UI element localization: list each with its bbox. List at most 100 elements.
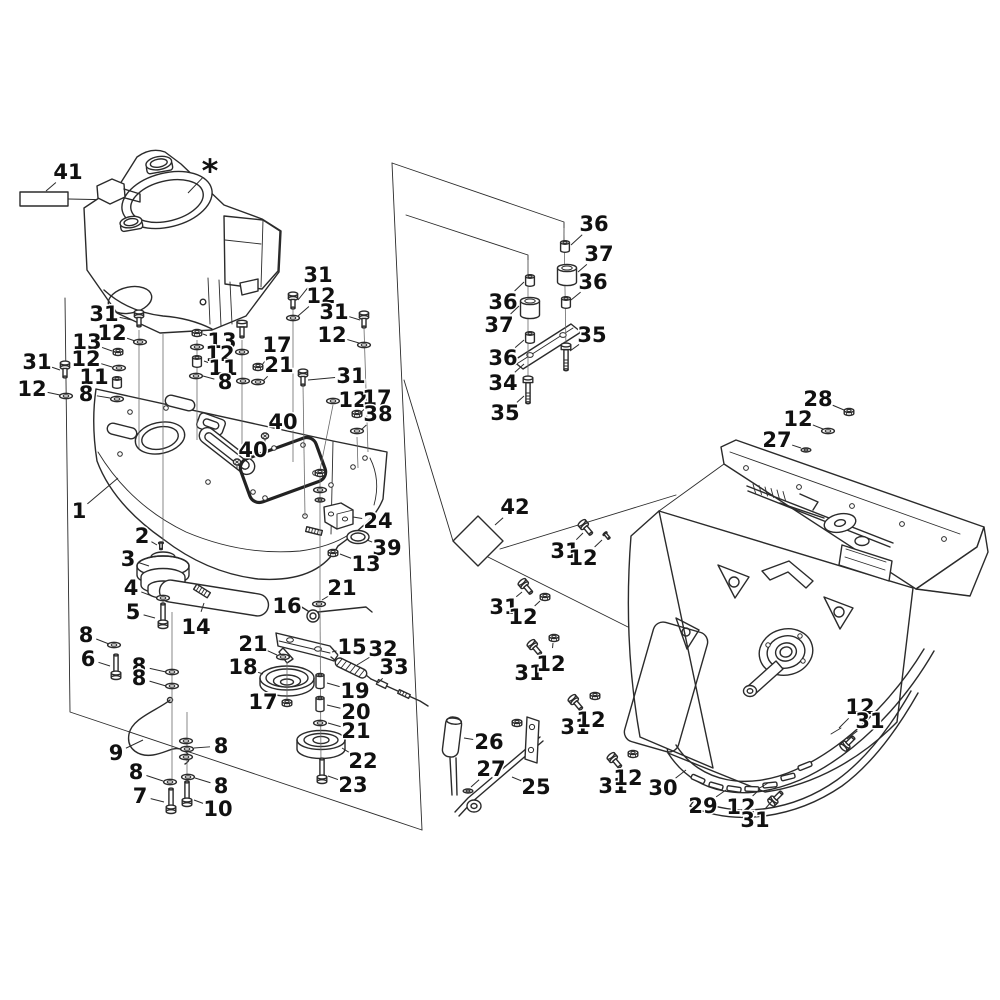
callout-24: 24 xyxy=(363,509,392,533)
static-parts xyxy=(19,149,989,819)
routing-line xyxy=(487,556,633,630)
callout-leader xyxy=(575,532,584,541)
callout-31: 31 xyxy=(598,774,627,798)
axis-line xyxy=(363,327,369,453)
callout-leader xyxy=(510,305,520,315)
hw-washer xyxy=(189,343,205,351)
mower-deck-assembly xyxy=(623,439,989,819)
hw-washersm xyxy=(800,447,812,453)
part-9-belt-guide xyxy=(127,696,190,765)
hw-washersm xyxy=(314,497,326,503)
callout-leader xyxy=(366,539,373,543)
callout-leader xyxy=(470,779,480,788)
engine-tank xyxy=(223,215,281,290)
callout-17: 17 xyxy=(248,690,277,714)
callout-9: 9 xyxy=(109,741,124,765)
callout-leader xyxy=(514,363,525,373)
callout-leader xyxy=(494,517,504,526)
callout-leader xyxy=(194,777,211,784)
hw-spacer xyxy=(315,695,325,713)
callout-leader xyxy=(143,614,156,619)
callout-leader xyxy=(47,391,61,396)
callout-leader xyxy=(87,477,119,505)
hw-nut xyxy=(252,362,264,372)
part-33-cable xyxy=(370,678,429,707)
part-32-spring xyxy=(330,656,372,680)
callout-2: 2 xyxy=(135,524,150,548)
callout-1: 1 xyxy=(72,499,87,523)
hw-nut xyxy=(327,548,339,558)
hw-nut xyxy=(539,592,551,602)
hw-sleeve xyxy=(556,263,578,287)
hw-washer xyxy=(234,348,250,356)
hw-bolt xyxy=(287,291,299,310)
hw-washer xyxy=(312,719,328,727)
callout-leader xyxy=(193,746,211,749)
callout-leader xyxy=(832,404,845,411)
callout-31: 31 xyxy=(514,661,543,685)
hw-nut xyxy=(589,691,601,701)
callout-leader xyxy=(96,395,111,399)
hw-washer xyxy=(111,364,127,372)
callout-layer: 41*3112311213121181312118172131123112311… xyxy=(16,151,886,834)
axis-line xyxy=(302,384,306,517)
callout-leader xyxy=(349,316,361,321)
callout-8: 8 xyxy=(79,623,94,647)
engine xyxy=(83,149,282,334)
callout-leader xyxy=(594,539,603,548)
deck-side-panel xyxy=(627,510,714,769)
routing-line xyxy=(391,162,423,831)
callout-5: 5 xyxy=(126,600,141,624)
callout-30: 30 xyxy=(648,776,677,800)
callout-21: 21 xyxy=(264,353,293,377)
hw-boltdn xyxy=(560,342,572,372)
hw-pin xyxy=(601,530,612,542)
callout-15: 15 xyxy=(337,635,366,659)
callout-21: 21 xyxy=(341,719,370,743)
callout-leader xyxy=(98,661,111,667)
callout-leader xyxy=(45,182,57,192)
callout-40: 40 xyxy=(268,410,297,434)
hw-washer xyxy=(285,314,301,322)
callout-leader xyxy=(331,650,337,653)
engine-fitting xyxy=(96,178,126,205)
callout-3: 3 xyxy=(121,547,136,571)
hw-nut xyxy=(281,698,293,708)
callout-37: 37 xyxy=(584,242,613,266)
callout-leader xyxy=(359,408,366,414)
callout-leader xyxy=(101,363,113,368)
callout-star: * xyxy=(202,152,219,190)
callout-leader xyxy=(200,602,205,612)
callout-39: 39 xyxy=(372,536,401,560)
part-24-bracket xyxy=(323,502,354,530)
callout-35: 35 xyxy=(490,401,519,425)
callout-leader xyxy=(267,650,278,656)
callout-12: 12 xyxy=(97,321,126,345)
callout-11: 11 xyxy=(79,365,108,389)
hw-washer xyxy=(58,392,74,400)
callout-12: 12 xyxy=(71,347,100,371)
callout-12: 12 xyxy=(17,377,46,401)
hw-bolt xyxy=(358,310,370,329)
routing-line xyxy=(405,214,529,275)
hw-nut xyxy=(314,468,326,478)
callout-31: 31 xyxy=(22,350,51,374)
hw-bushing xyxy=(191,355,203,368)
hw-nut xyxy=(112,347,124,357)
callout-34: 34 xyxy=(488,371,517,395)
callout-leader xyxy=(752,788,761,797)
callout-leader xyxy=(327,722,341,728)
callout-13: 13 xyxy=(207,329,236,353)
callout-leader xyxy=(515,591,523,598)
hw-washer xyxy=(312,486,328,494)
hw-bushing xyxy=(560,296,572,309)
callout-12: 12 xyxy=(205,342,234,366)
hw-washer xyxy=(356,341,372,349)
callout-leader xyxy=(792,444,802,449)
callout-31: 31 xyxy=(303,263,332,287)
callout-12: 12 xyxy=(508,605,537,629)
callout-leader xyxy=(297,287,309,301)
hw-pin xyxy=(157,541,165,551)
callout-42: 42 xyxy=(500,495,529,519)
callout-6: 6 xyxy=(81,647,96,671)
